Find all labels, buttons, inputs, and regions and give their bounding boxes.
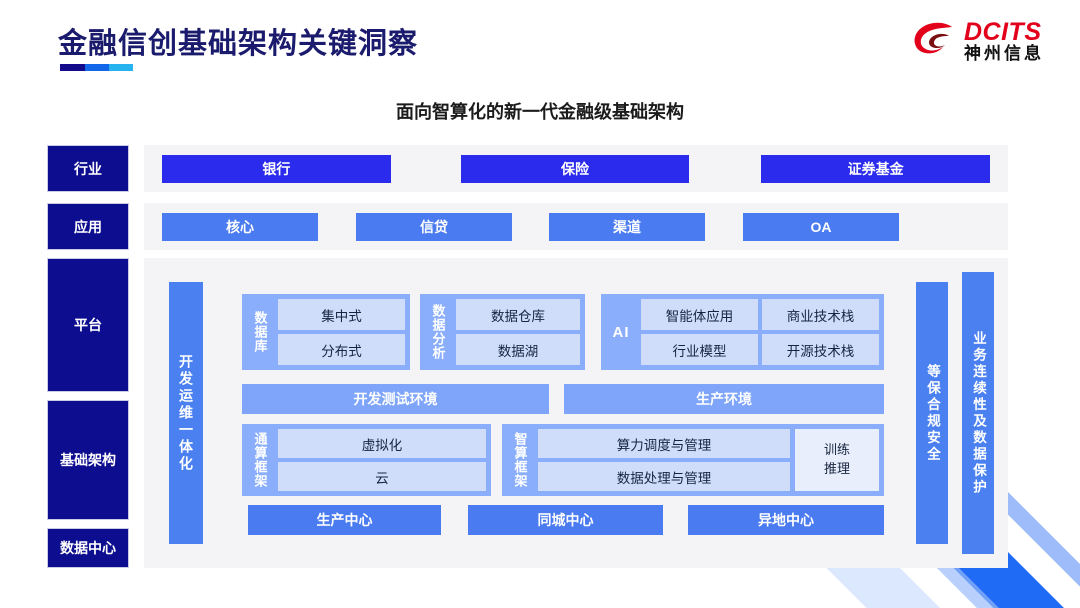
group-general-compute: 通算框架 虚拟化 云: [242, 424, 491, 496]
industry-chip-securities[interactable]: 证券基金: [761, 154, 991, 183]
title-underline-rule: [60, 64, 133, 71]
train-label: 训练: [823, 442, 850, 458]
group-data-analysis: 数据分析 数据仓库 数据湖: [420, 294, 585, 370]
row-label-industry: 行业: [47, 145, 129, 192]
compliance-vertical-bar[interactable]: 等保合规安全: [916, 282, 948, 544]
rule-segment-3: [109, 64, 133, 71]
group-data-analysis-title: 数据分析: [430, 304, 446, 360]
environment-bar-production[interactable]: 生产环境: [564, 384, 884, 414]
infer-label: 推理: [823, 461, 850, 476]
database-item-distributed[interactable]: 分布式: [278, 334, 405, 365]
datacenter-bar-remote[interactable]: 异地中心: [688, 505, 884, 535]
row-label-platform: 平台: [47, 258, 129, 392]
dcits-swirl-icon: [911, 18, 957, 64]
datacenter-bar-metro[interactable]: 同城中心: [468, 505, 663, 535]
page-title: 金融信创基础架构关键洞察: [58, 28, 419, 60]
intelligent-compute-train-infer-box[interactable]: 训练 推理: [795, 429, 879, 491]
industry-chip-insurance[interactable]: 保险: [460, 154, 690, 183]
application-chip-credit[interactable]: 信贷: [356, 212, 512, 241]
devops-vertical-bar[interactable]: 开发运维一体化: [169, 282, 203, 544]
intelligent-compute-item-dataproc[interactable]: 数据处理与管理: [538, 462, 790, 491]
industry-chip-bank[interactable]: 银行: [162, 154, 391, 183]
industry-row-panel: 银行 保险 证券基金: [144, 145, 1008, 192]
application-row-panel: 核心 信贷 渠道 OA: [144, 203, 1008, 250]
general-compute-item-virtualization[interactable]: 虚拟化: [278, 429, 486, 458]
ai-item-agent-app[interactable]: 智能体应用: [641, 299, 758, 330]
ai-item-opensource-stack[interactable]: 开源技术栈: [762, 334, 879, 365]
logo-text-cn: 神州信息: [964, 43, 1044, 63]
row-label-datacenter: 数据中心: [47, 528, 129, 568]
ai-item-industry-model[interactable]: 行业模型: [641, 334, 758, 365]
environment-bar-dev[interactable]: 开发测试环境: [242, 384, 549, 414]
group-intelligent-compute-title: 智算框架: [512, 432, 528, 488]
group-ai: AI 智能体应用 商业技术栈 行业模型 开源技术栈: [601, 294, 884, 370]
intelligent-compute-item-scheduling[interactable]: 算力调度与管理: [538, 429, 790, 458]
data-analysis-item-lake[interactable]: 数据湖: [456, 334, 580, 365]
rule-segment-1: [60, 64, 85, 71]
brand-logo: DCITS 神州信息: [911, 18, 1044, 64]
application-chip-channel[interactable]: 渠道: [549, 212, 705, 241]
data-analysis-item-warehouse[interactable]: 数据仓库: [456, 299, 580, 330]
ai-item-commercial-stack[interactable]: 商业技术栈: [762, 299, 879, 330]
group-ai-title: AI: [612, 323, 630, 341]
logo-text-en: DCITS: [964, 17, 1042, 46]
application-chip-oa[interactable]: OA: [743, 212, 899, 241]
row-label-infrastructure: 基础架构: [47, 400, 129, 520]
application-chip-core[interactable]: 核心: [162, 212, 318, 241]
group-database-title: 数据库: [252, 311, 268, 353]
row-label-application: 应用: [47, 203, 129, 250]
group-intelligent-compute: 智算框架 算力调度与管理 数据处理与管理 训练 推理: [502, 424, 884, 496]
general-compute-item-cloud[interactable]: 云: [278, 462, 486, 491]
continuity-vertical-bar[interactable]: 业务连续性及数据保护: [962, 272, 994, 554]
group-database: 数据库 集中式 分布式: [242, 294, 410, 370]
rule-segment-2: [85, 64, 109, 71]
datacenter-bar-production[interactable]: 生产中心: [248, 505, 441, 535]
group-general-compute-title: 通算框架: [252, 432, 268, 488]
database-item-centralized[interactable]: 集中式: [278, 299, 405, 330]
page-subtitle: 面向智算化的新一代金融级基础架构: [396, 102, 684, 122]
